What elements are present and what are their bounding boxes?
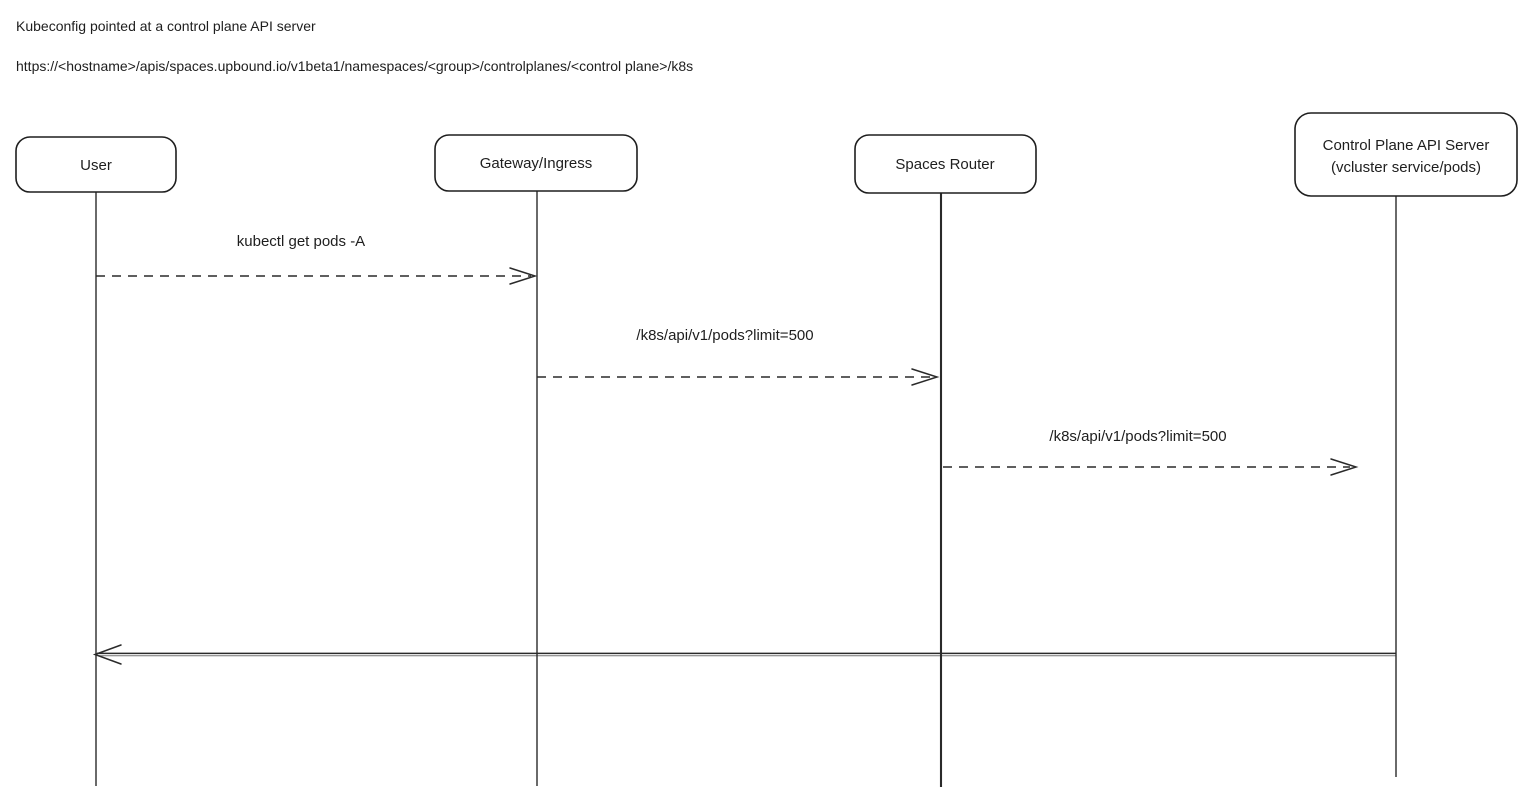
actor-control-plane-api-server: Control Plane API Server (vcluster servi… bbox=[1294, 112, 1518, 197]
actor-user-box bbox=[15, 136, 177, 193]
actor-control-plane-api-server-label: Control Plane API Server bbox=[1323, 137, 1490, 154]
message-return-response-arrowhead bbox=[92, 644, 122, 665]
message-kubectl-get-pods-arrowhead bbox=[509, 267, 538, 285]
actor-gateway-ingress-label: Gateway/Ingress bbox=[480, 155, 593, 172]
message-k8s-api-pods-2-label: /k8s/api/v1/pods?limit=500 bbox=[1049, 428, 1226, 445]
message-kubectl-get-pods-label: kubectl get pods -A bbox=[237, 233, 365, 250]
message-k8s-api-pods-1: /k8s/api/v1/pods?limit=500 bbox=[537, 327, 940, 386]
actor-user-label: User bbox=[80, 157, 112, 174]
actor-user: User bbox=[15, 136, 177, 193]
message-k8s-api-pods-2-arrowhead bbox=[1330, 458, 1359, 476]
message-kubectl-get-pods: kubectl get pods -A bbox=[96, 233, 538, 285]
actor-control-plane-api-server-box bbox=[1294, 112, 1518, 197]
message-return-response bbox=[92, 644, 1396, 665]
actor-spaces-router: Spaces Router bbox=[854, 134, 1037, 194]
actor-spaces-router-box bbox=[854, 134, 1037, 194]
actor-gateway-ingress: Gateway/Ingress bbox=[434, 134, 638, 192]
actor-control-plane-api-server-sublabel: (vcluster service/pods) bbox=[1331, 159, 1481, 176]
actor-spaces-router-label: Spaces Router bbox=[895, 156, 994, 173]
lifelines bbox=[95, 190, 1397, 787]
message-k8s-api-pods-1-arrowhead bbox=[911, 368, 940, 386]
message-k8s-api-pods-2: /k8s/api/v1/pods?limit=500 bbox=[943, 428, 1359, 476]
control-plane-api-url: https://<hostname>/apis/spaces.upbound.i… bbox=[16, 58, 694, 74]
actor-gateway-ingress-box bbox=[434, 134, 638, 192]
message-k8s-api-pods-1-label: /k8s/api/v1/pods?limit=500 bbox=[636, 327, 813, 344]
diagram-title: Kubeconfig pointed at a control plane AP… bbox=[16, 18, 316, 34]
